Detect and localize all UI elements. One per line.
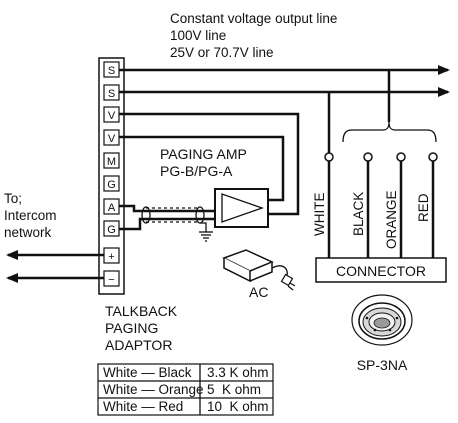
header-line-1: Constant voltage output line xyxy=(170,11,337,26)
terminal-a-label: A xyxy=(108,202,116,214)
ground-lead xyxy=(200,222,207,232)
adaptor-label-1: TALKBACK xyxy=(105,303,178,319)
wire-label-black: BLACK xyxy=(351,192,366,236)
adaptor-terminals: S S V V M G A G + − xyxy=(103,61,120,287)
wire-label-red: RED xyxy=(416,193,431,222)
table-row-2-pair: White — Orange xyxy=(103,382,204,397)
terminal-g1 xyxy=(103,175,120,192)
wire-label-white: WHITE xyxy=(312,193,327,237)
amp-label-2: PG-B/PG-A xyxy=(160,163,233,179)
terminal-s1-label: S xyxy=(108,65,115,77)
wire-v1 xyxy=(119,112,300,216)
wire-terminal-red xyxy=(428,152,438,162)
intercom-label-3: network xyxy=(4,225,52,240)
speaker-wires xyxy=(324,152,438,258)
terminal-m-label: M xyxy=(107,156,116,168)
speaker-model: SP-3NA xyxy=(357,357,408,373)
header-line-2: 100V line xyxy=(170,28,226,43)
terminal-g1-label: G xyxy=(107,179,116,191)
wire-a xyxy=(119,204,215,213)
intercom-label-1: To; xyxy=(4,191,22,206)
table-row-3-pair: White — Red xyxy=(103,399,183,414)
terminal-s2-label: S xyxy=(108,88,115,100)
tap-brace xyxy=(342,121,437,143)
shield-end-left xyxy=(141,206,151,224)
wire-g xyxy=(119,217,215,231)
connector-box xyxy=(315,257,447,283)
amp-box xyxy=(214,188,269,228)
ground-icon xyxy=(199,231,213,242)
adaptor-label-3: ADAPTOR xyxy=(105,337,172,353)
amplifier-triangle-icon xyxy=(221,193,264,223)
shield-end-right xyxy=(195,206,205,224)
connector-label: CONNECTOR xyxy=(336,263,426,279)
intercom-label-2: Intercom xyxy=(4,208,57,223)
terminal-plus-label: + xyxy=(108,251,114,263)
terminal-v1-label: V xyxy=(108,110,116,122)
wire-terminal-orange xyxy=(396,152,406,162)
terminal-minus-label: − xyxy=(108,274,114,286)
terminal-m xyxy=(103,152,120,169)
wire-terminal-black xyxy=(363,152,373,162)
impedance-table: White — Black 3.3 K ohm White — Orange 5… xyxy=(97,363,274,416)
amp-label-1: PAGING AMP xyxy=(160,146,247,162)
ac-label: AC xyxy=(249,284,268,300)
wire-label-orange: ORANGE xyxy=(384,190,399,249)
wire-terminal-white xyxy=(324,152,334,162)
ac-adapter-icon xyxy=(222,249,296,291)
wire-v2 xyxy=(119,135,285,202)
header-line-3: 25V or 70.7V line xyxy=(170,45,274,60)
table-row-1-pair: White — Black xyxy=(103,365,192,380)
table-row-1-value: 3.3 K ohm xyxy=(207,365,269,380)
adaptor-label-2: PAGING xyxy=(105,320,158,336)
table-row-2-value: 5 K ohm xyxy=(207,382,261,397)
table-row-3-value: 10 K ohm xyxy=(207,399,269,414)
speaker-icon xyxy=(351,294,413,346)
terminal-v2-label: V xyxy=(108,133,116,145)
terminal-g2-label: G xyxy=(107,224,116,236)
